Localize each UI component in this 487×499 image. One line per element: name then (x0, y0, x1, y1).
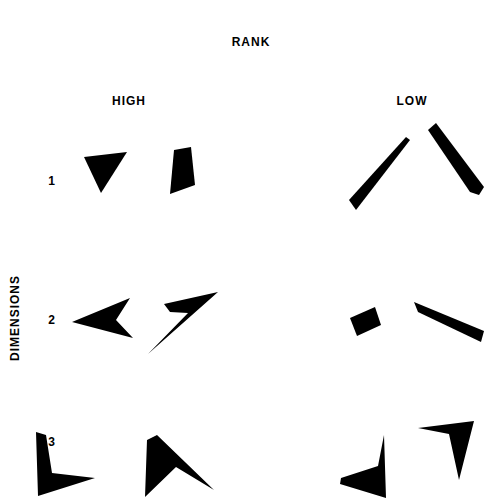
triangle-shape (84, 152, 127, 193)
corner-shape (340, 435, 386, 498)
axis-title: DIMENSIONS (8, 275, 22, 361)
wedge-shape (414, 302, 484, 342)
wedge-shape (428, 123, 484, 195)
corner-shape (145, 435, 214, 497)
triangle-shape (418, 421, 474, 480)
column-heading: HIGH (112, 94, 146, 108)
row-number: 2 (48, 313, 56, 327)
axis-title: RANK (232, 35, 271, 49)
column-heading: LOW (397, 94, 428, 108)
block-shape (350, 307, 381, 336)
row-number: 3 (48, 435, 56, 449)
arrowhead-shape (72, 298, 133, 338)
sliver-shape (349, 137, 410, 210)
chevron-shape (148, 292, 218, 354)
l-shape (36, 432, 95, 496)
row-number: 1 (48, 174, 56, 188)
quad-shape (170, 147, 195, 194)
